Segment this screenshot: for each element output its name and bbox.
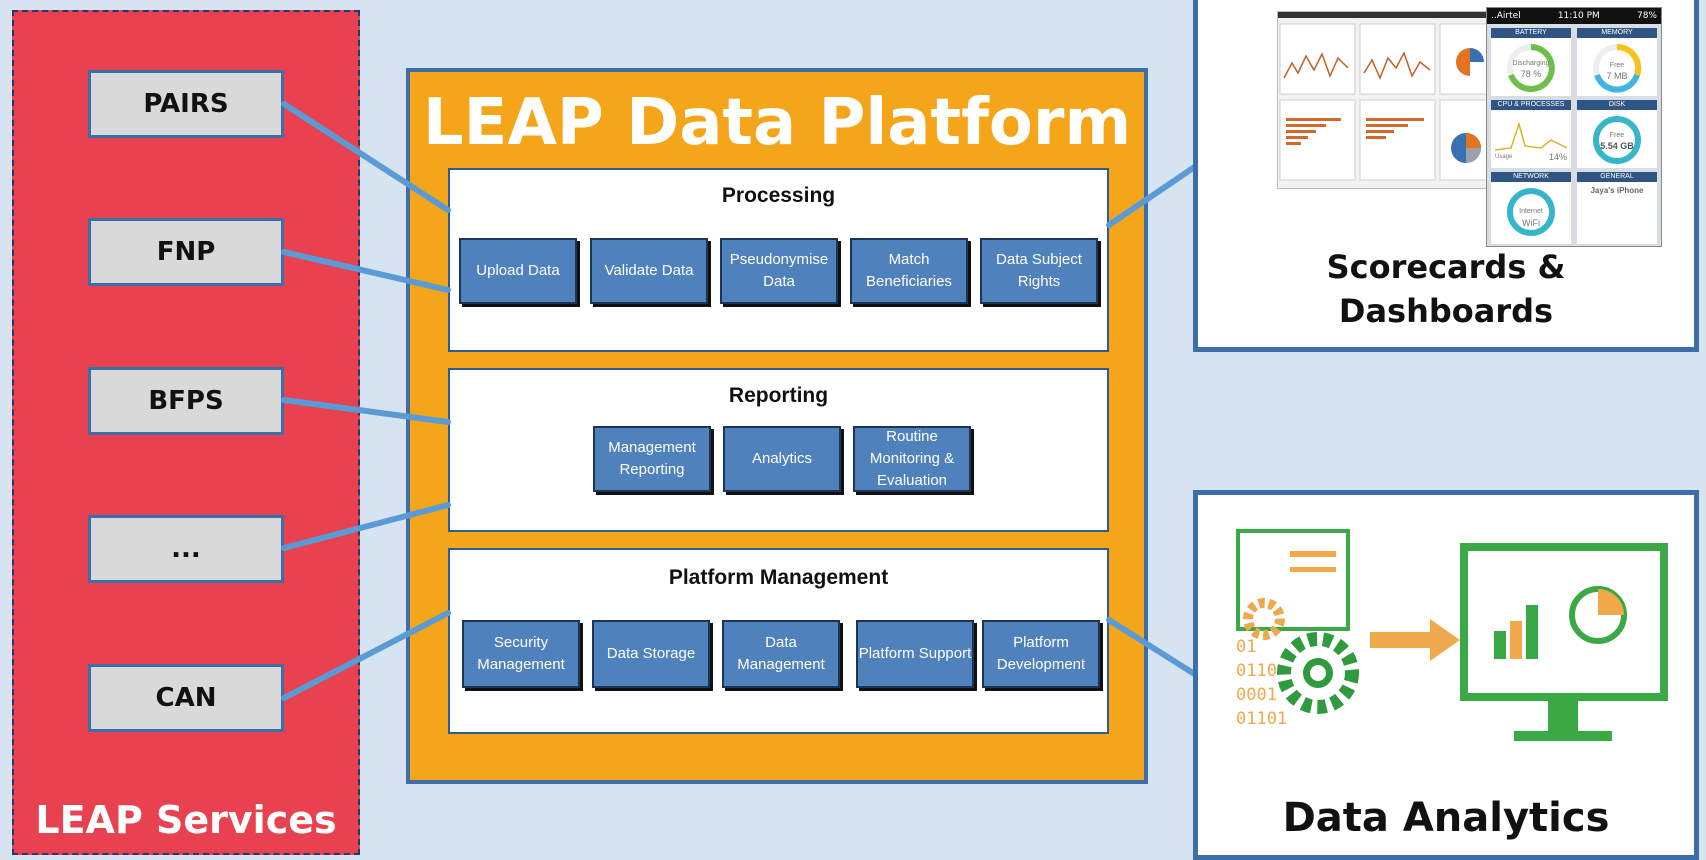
cpu-tile: CPU & PROCESSES Usage 14%	[1491, 100, 1571, 168]
connector-pairs	[281, 101, 451, 213]
service-more[interactable]: ...	[88, 515, 284, 583]
gear-small-icon	[1243, 598, 1285, 640]
validate-data-box[interactable]: Validate Data	[590, 238, 708, 304]
upload-data-box[interactable]: Upload Data	[459, 238, 577, 304]
connector-fnp	[281, 249, 451, 293]
connector-analytics	[1106, 617, 1199, 678]
binary-text: 01 0110 0001 01101	[1236, 637, 1288, 729]
platform-title: LEAP Data Platform	[422, 86, 1132, 160]
processing-section: Processing Upload Data Validate Data Pse…	[448, 168, 1109, 352]
battery-tile: BATTERY Discharging 78 %	[1491, 28, 1571, 96]
match-beneficiaries-box[interactable]: Match Beneficiaries	[850, 238, 968, 304]
management-reporting-box[interactable]: Management Reporting	[593, 426, 711, 492]
processing-title: Processing	[721, 184, 836, 207]
data-analytics-title: Data Analytics	[1282, 795, 1610, 841]
services-title: LEAP Services	[35, 798, 337, 842]
dashboard-screenshot	[1277, 11, 1493, 189]
connector-scorecards	[1106, 163, 1199, 228]
dashboard-mini-charts	[1279, 23, 1489, 181]
connector-can	[281, 610, 451, 701]
analytics-box[interactable]: Analytics	[723, 426, 841, 492]
arrow-icon	[1370, 632, 1430, 648]
general-tile: GENERAL Jaya's iPhone	[1577, 172, 1657, 244]
monitor-icon	[1460, 543, 1668, 701]
scorecards-title: Scorecards & Dashboards	[1326, 248, 1566, 330]
document-icon	[1236, 529, 1350, 631]
reporting-title: Reporting	[728, 384, 829, 407]
data-management-box[interactable]: Data Management	[722, 620, 840, 688]
service-bfps[interactable]: BFPS	[88, 367, 284, 435]
data-storage-box[interactable]: Data Storage	[592, 620, 710, 688]
disk-tile: DISK Free 5.54 GB	[1577, 100, 1657, 168]
phone-battery: 78%	[1636, 11, 1657, 21]
memory-tile: MEMORY Free 7 MB	[1577, 28, 1657, 96]
pseudonymise-data-box[interactable]: Pseudonymise Data	[720, 238, 838, 304]
phone-carrier: ..Airtel	[1491, 11, 1521, 21]
platform-management-section: Platform Management Security Management …	[448, 548, 1109, 734]
platform-support-box[interactable]: Platform Support	[856, 620, 974, 688]
scorecards-card[interactable]: ..Airtel 11:10 PM 78% BATTERY Dischargin…	[1193, 0, 1699, 352]
analytics-illustration	[1236, 529, 1668, 741]
service-fnp[interactable]: FNP	[88, 218, 284, 286]
platform-development-box[interactable]: Platform Development	[982, 620, 1100, 688]
connector-more	[281, 502, 451, 551]
reporting-section: Reporting Management Reporting Analytics…	[448, 368, 1109, 532]
routine-monitoring-box[interactable]: Routine Monitoring & Evaluation	[853, 426, 971, 492]
data-subject-rights-box[interactable]: Data Subject Rights	[980, 238, 1098, 304]
network-tile: NETWORK Internet WiFi	[1491, 172, 1571, 244]
gear-large-icon	[1277, 632, 1359, 714]
phone-screenshot: ..Airtel 11:10 PM 78% BATTERY Dischargin…	[1486, 7, 1662, 247]
data-analytics-card[interactable]: 01 0110 0001 01101 Data Analytics	[1193, 490, 1699, 860]
service-pairs[interactable]: PAIRS	[88, 70, 284, 138]
connector-bfps	[281, 397, 451, 425]
platform-management-title: Platform Management	[668, 566, 889, 589]
security-management-box[interactable]: Security Management	[462, 620, 580, 688]
phone-time: 11:10 PM	[1557, 11, 1600, 21]
service-can[interactable]: CAN	[88, 664, 284, 732]
